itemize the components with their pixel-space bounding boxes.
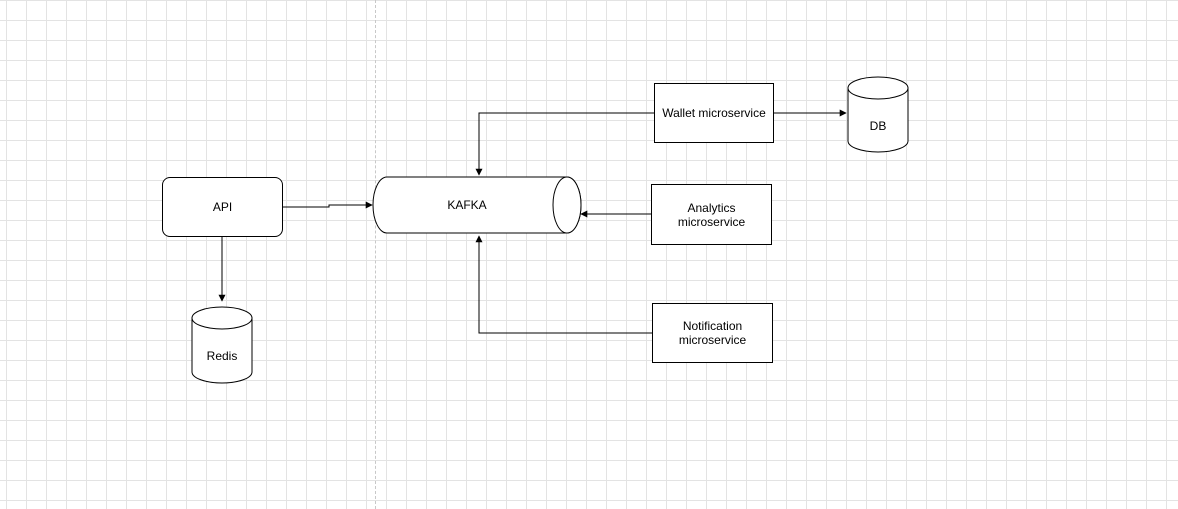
notification-microservice-node[interactable]: Notification microservice (652, 303, 773, 363)
api-node[interactable]: API (162, 177, 283, 237)
analytics-microservice-node[interactable]: Analytics microservice (651, 184, 772, 245)
page-divider (375, 0, 376, 509)
edge-wallet-to-kafka[interactable] (475, 112, 654, 176)
wallet-microservice-node[interactable]: Wallet microservice (654, 83, 774, 143)
redis-label: Redis (206, 349, 238, 363)
redis-cylinder-shape[interactable] (191, 306, 253, 384)
db-label: DB (869, 119, 887, 133)
analytics-microservice-label: Analytics microservice (677, 200, 746, 229)
edge-api-to-kafka[interactable] (283, 201, 373, 209)
db-cylinder-shape[interactable] (847, 76, 909, 153)
wallet-microservice-label: Wallet microservice (662, 106, 766, 120)
api-label: API (212, 200, 233, 214)
edge-notification-to-kafka[interactable] (475, 235, 652, 334)
kafka-label: KAFKA (447, 198, 487, 212)
notification-microservice-label: Notification microservice (678, 319, 747, 347)
